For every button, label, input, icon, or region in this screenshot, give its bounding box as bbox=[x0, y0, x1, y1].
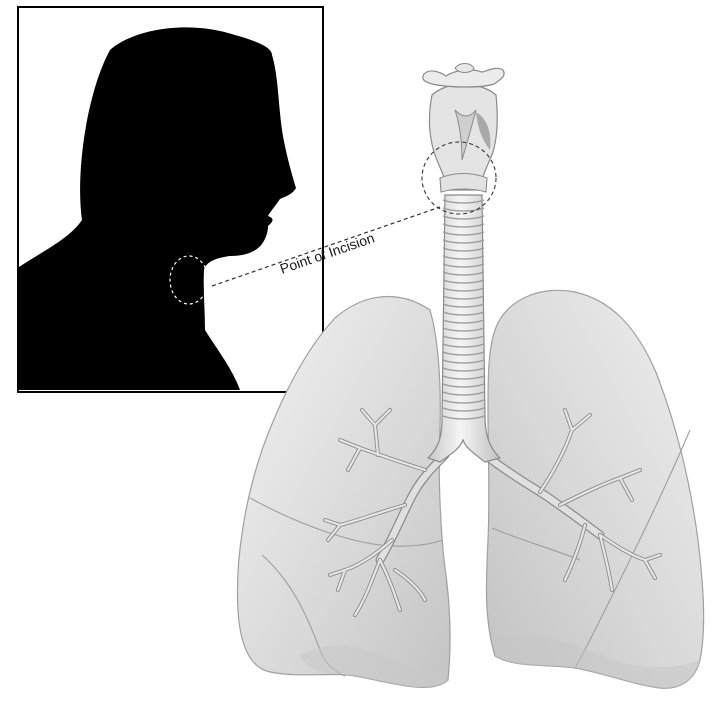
silhouette-panel bbox=[18, 7, 323, 392]
cricoid-cartilage bbox=[440, 174, 487, 193]
epiglottis bbox=[455, 64, 474, 73]
